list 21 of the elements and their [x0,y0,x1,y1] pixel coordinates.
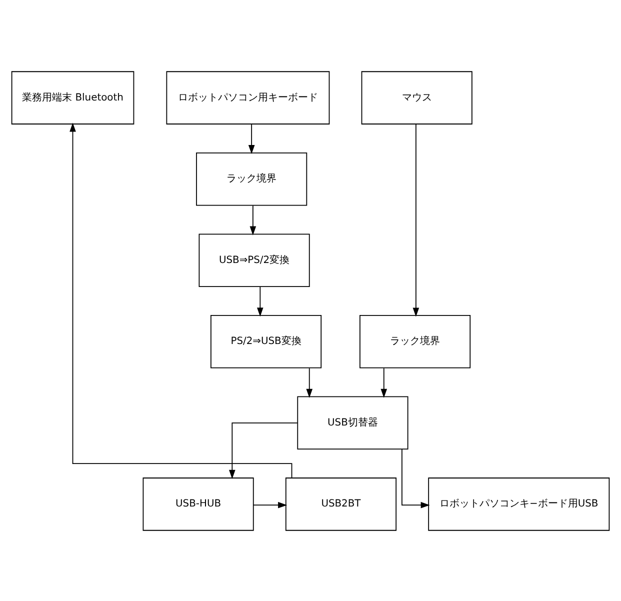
arrow [253,501,288,508]
node-box: ラック境界 [360,314,471,368]
node-box: USB切替器 [297,396,408,450]
node-box: USB2BT [285,477,397,530]
arrow [306,367,313,398]
node-box: USB⇒PS/2変換 [198,233,310,286]
arrow [256,286,264,316]
node-box: ロボットパソコンキ−ボード用USB [428,477,610,530]
node-box: PS/2⇒USB変換 [210,314,322,368]
node-box: USB-HUB [142,477,254,530]
node-box: ロボットパソコン用キーボード [166,70,330,124]
arrow [380,367,388,398]
arrow [70,122,292,478]
arrow [248,123,255,154]
node-box: ラック境界 [196,152,308,206]
node-box: マウス [361,70,472,124]
node-box: 業務用端末 Bluetooth [11,70,134,124]
arrow [412,123,420,316]
arrow [250,204,256,235]
arrow [401,448,430,508]
arrow [228,422,298,478]
